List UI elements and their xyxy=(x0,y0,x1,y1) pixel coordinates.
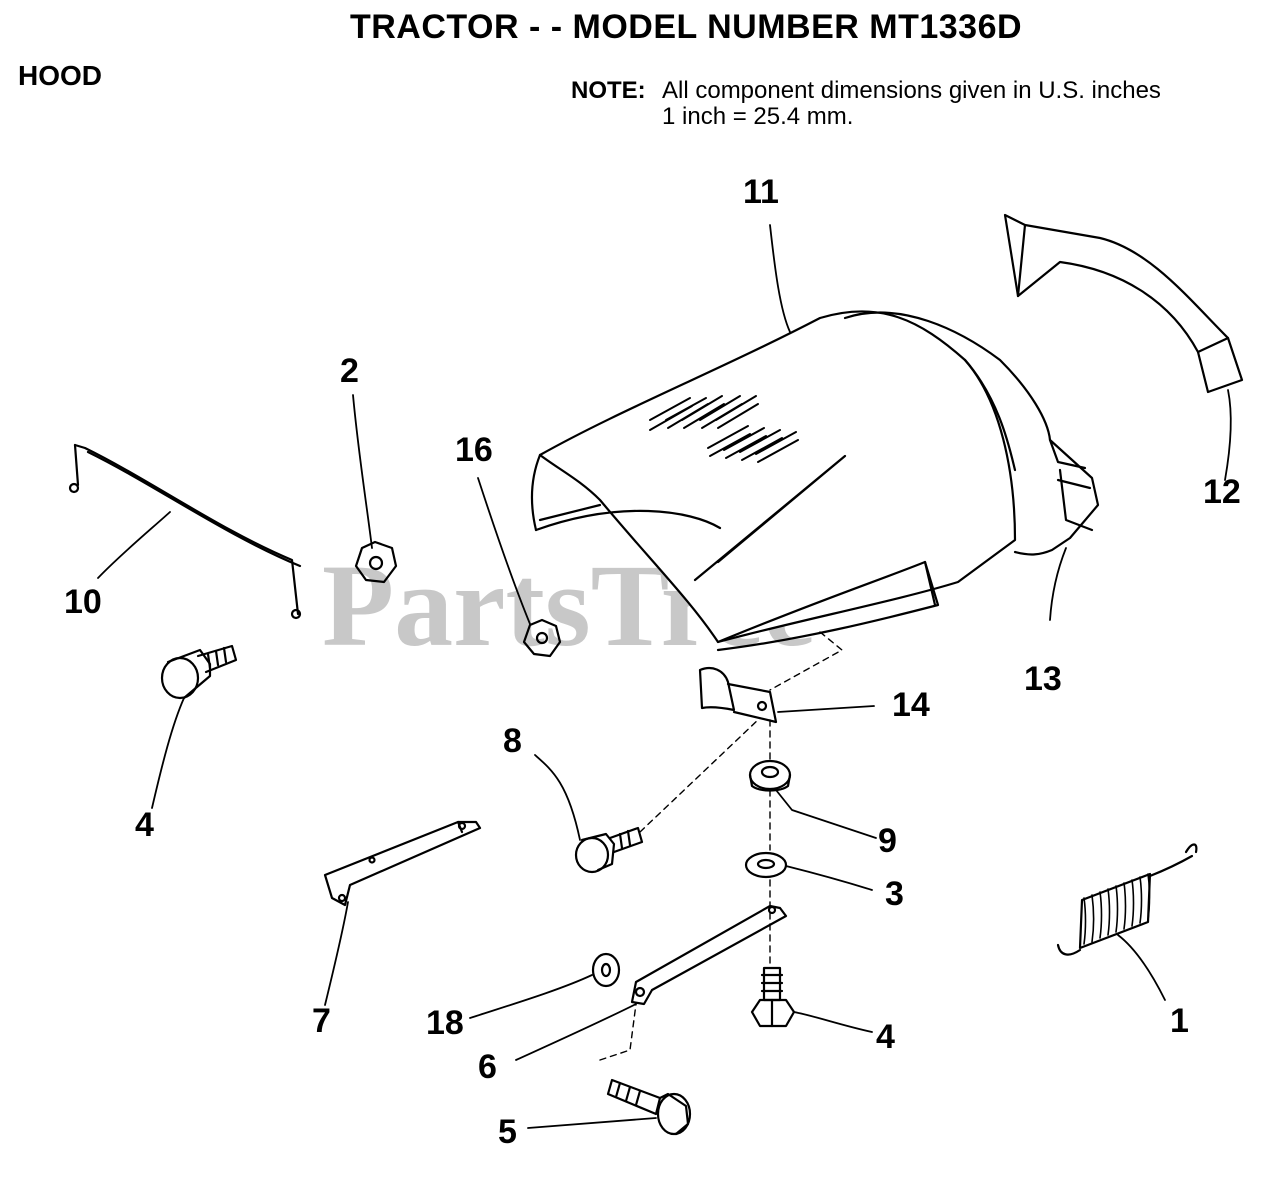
bolt-8 xyxy=(574,826,644,874)
callout-12: 12 xyxy=(1203,473,1241,511)
spring-1 xyxy=(1056,843,1198,956)
nut-9 xyxy=(748,759,792,792)
hood-strip xyxy=(1003,213,1244,394)
bolt-4-left xyxy=(160,644,238,700)
washer-3 xyxy=(744,851,788,879)
nut-2 xyxy=(354,540,398,584)
callout-2: 2 xyxy=(340,352,359,390)
callout-13: 13 xyxy=(1024,660,1062,698)
section-label: HOOD xyxy=(18,60,102,91)
callout-14: 14 xyxy=(892,686,930,724)
callout-11: 11 xyxy=(743,173,779,211)
callout-8: 8 xyxy=(503,722,522,760)
grille-panel xyxy=(843,311,1100,556)
callout-3: 3 xyxy=(885,875,904,913)
callout-5: 5 xyxy=(498,1113,517,1151)
note-line-1: All component dimensions given in U.S. i… xyxy=(662,77,1161,104)
bracket-14 xyxy=(698,666,778,724)
assembly-lines xyxy=(599,631,843,1061)
callout-4-bottom: 4 xyxy=(876,1018,895,1056)
callout-4-left: 4 xyxy=(135,806,154,844)
callout-18: 18 xyxy=(426,1004,464,1042)
nut-16 xyxy=(522,618,562,658)
note-label: NOTE: xyxy=(571,77,646,104)
callout-10: 10 xyxy=(64,583,102,621)
callout-6: 6 xyxy=(478,1048,497,1086)
washer-18 xyxy=(591,952,621,988)
page-title: TRACTOR - - MODEL NUMBER MT1336D xyxy=(349,8,1023,46)
note-line-2: 1 inch = 25.4 mm. xyxy=(662,103,854,130)
callout-9: 9 xyxy=(878,822,897,860)
bolt-5 xyxy=(606,1078,692,1136)
leader-lines xyxy=(97,224,1232,1129)
callout-7: 7 xyxy=(312,1002,331,1040)
bolt-4-bottom xyxy=(750,966,796,1028)
support-bar-7 xyxy=(323,820,482,907)
callout-16: 16 xyxy=(455,431,493,469)
callout-1: 1 xyxy=(1170,1002,1189,1040)
hood-shell xyxy=(530,310,1017,652)
support-bar-6 xyxy=(630,904,788,1006)
hood-rod xyxy=(68,443,302,620)
